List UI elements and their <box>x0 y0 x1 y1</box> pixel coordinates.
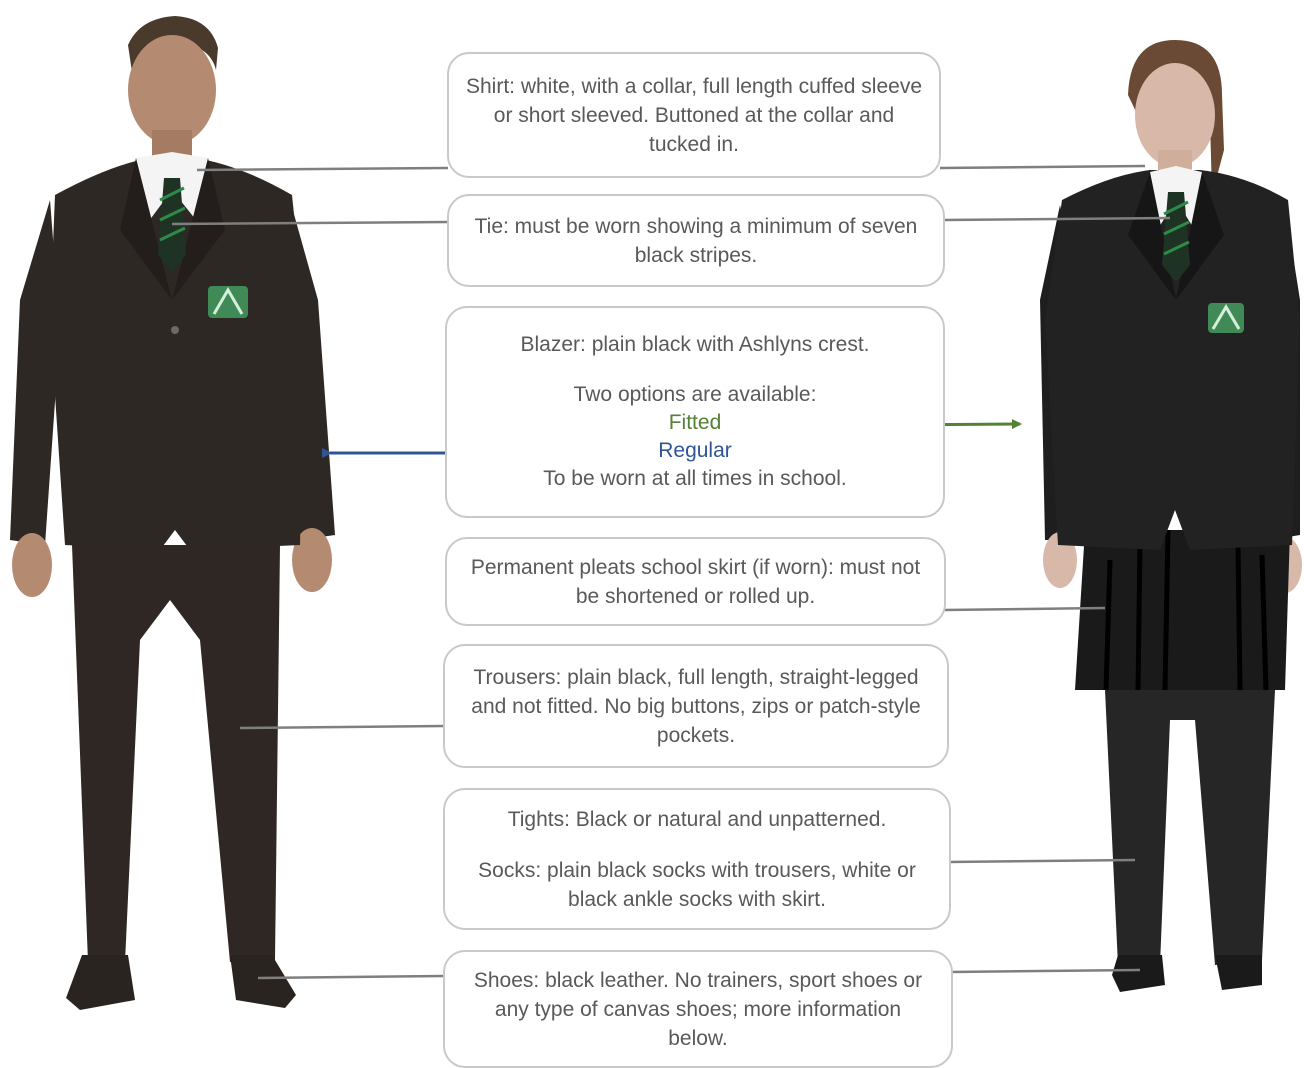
girl-left-shoe <box>1112 955 1165 992</box>
tights-box: Tights: Black or natural and unpatterned… <box>443 788 951 930</box>
girl-crest-icon <box>1208 303 1244 333</box>
blazer-fitted-label: Fitted <box>668 411 722 434</box>
girl-tie <box>1162 192 1190 282</box>
tights-line1: Tights: Black or natural and unpatterned… <box>507 807 887 831</box>
boy-left-shoe <box>66 955 135 1010</box>
blazer-line1: Blazer: plain black with Ashlyns crest. <box>520 333 870 356</box>
boy-left-hand <box>12 533 52 597</box>
blazer-line3: To be worn at all times in school. <box>543 467 847 490</box>
girl-tights <box>1105 690 1275 965</box>
tie-text: Tie: must be worn showing a minimum of s… <box>474 214 918 267</box>
boy-right-hand <box>292 528 332 592</box>
girl-head <box>1135 63 1215 167</box>
blazer-regular-label: Regular <box>658 439 732 462</box>
shirt-box: Shirt: white, with a collar, full length… <box>447 52 941 178</box>
boy-hair <box>128 16 218 72</box>
girl-right-shoe <box>1215 955 1262 990</box>
blazer-box: Blazer: plain black with Ashlyns crest. … <box>445 306 945 518</box>
girl-blazer <box>1045 170 1300 550</box>
trousers-text: Trousers: plain black, full length, stra… <box>471 665 921 747</box>
trousers-box: Trousers: plain black, full length, stra… <box>443 644 949 768</box>
shirt-text: Shirt: white, with a collar, full length… <box>465 74 923 156</box>
boy-blazer <box>50 158 305 550</box>
skirt-text: Permanent pleats school skirt (if worn):… <box>470 555 921 608</box>
tights-line2: Socks: plain black socks with trousers, … <box>478 858 916 911</box>
girl-lapel-left <box>1128 172 1176 300</box>
boy-crest-icon <box>208 286 248 318</box>
skirt-box: Permanent pleats school skirt (if worn):… <box>445 537 946 626</box>
boy-button <box>171 326 179 334</box>
shoes-text: Shoes: black leather. No trainers, sport… <box>473 968 923 1050</box>
girl-lapel-right <box>1176 172 1224 300</box>
boy-head <box>128 35 216 145</box>
boy-left-arm <box>10 200 60 545</box>
boy-figure <box>10 16 335 1010</box>
boy-trousers <box>72 545 280 962</box>
girl-left-hand <box>1043 532 1077 588</box>
blazer-line2: Two options are available: <box>573 383 817 406</box>
tie-box: Tie: must be worn showing a minimum of s… <box>447 194 945 287</box>
boy-lapel-right <box>172 158 225 300</box>
boy-right-shoe <box>230 955 296 1008</box>
boy-lapel-left <box>120 158 172 300</box>
shoes-box: Shoes: black leather. No trainers, sport… <box>443 950 953 1068</box>
